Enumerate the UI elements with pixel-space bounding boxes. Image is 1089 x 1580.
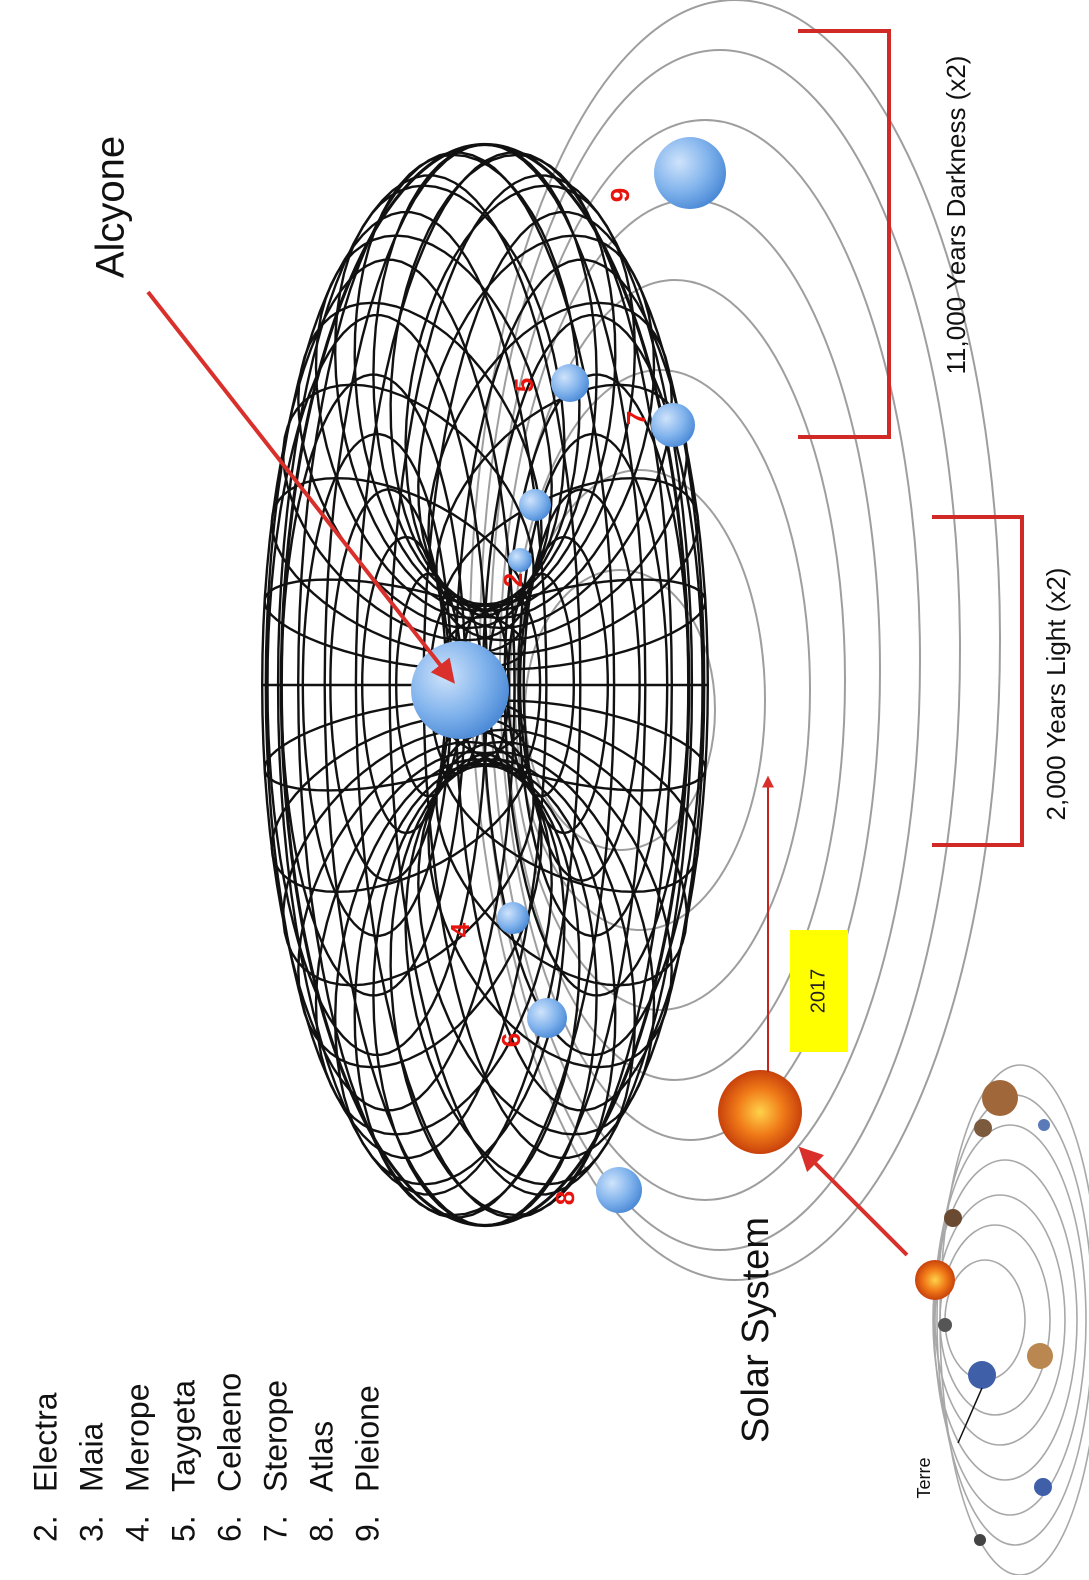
star-list-number: 5.	[165, 1515, 201, 1542]
torus-parallel	[394, 572, 464, 798]
solar-orbit	[934, 1194, 1066, 1446]
torus-parallel	[518, 536, 609, 834]
star-name-list: 2. Electra 3. Maia 4. Merope 5. Taygeta 6. Celaen…	[27, 1373, 385, 1542]
alcyone-arrow	[146, 290, 455, 684]
orbit-number-9: 9	[605, 188, 635, 202]
solar-orbit	[939, 1064, 1089, 1576]
small-sun	[915, 1260, 955, 1300]
planet-neptune	[1038, 1119, 1050, 1131]
torus-parallel	[266, 314, 489, 1056]
star-5	[551, 364, 589, 402]
star-list-name: Merope	[119, 1384, 155, 1493]
year-marker-box	[790, 930, 848, 1052]
orbit-number-8: 8	[550, 1191, 580, 1205]
dark-period-label: 11,000 Years Darkness (x2)	[941, 56, 971, 375]
star-list-name: Taygeta	[165, 1380, 201, 1492]
solar-system-orbits	[932, 1064, 1089, 1576]
star-list-number: 8.	[303, 1515, 339, 1542]
alcyone-star	[411, 641, 509, 739]
planet-mars	[944, 1209, 962, 1227]
orbit-number-labels: 2 4 5 6 7 8 9	[445, 188, 651, 1205]
solar-orbit	[936, 1094, 1089, 1546]
star-list-number: 9.	[349, 1515, 385, 1542]
alcyone-label: Alcyone	[89, 136, 133, 278]
torus-outline	[279, 142, 691, 1228]
torus-parallel	[522, 488, 641, 882]
solar-orbit	[939, 1224, 1051, 1416]
planet-mercury	[938, 1318, 952, 1332]
torus-parallel	[388, 174, 694, 1196]
planet-outer-blue	[1034, 1478, 1052, 1496]
light-period-label: 2,000 Years Light (x2)	[1041, 568, 1071, 821]
solar-orbit	[933, 1124, 1087, 1516]
darkness-bracket	[798, 29, 891, 439]
star-4	[497, 902, 529, 934]
torus-parallel	[264, 211, 548, 1159]
planet-earth	[968, 1361, 996, 1389]
star-7	[651, 403, 695, 447]
star-8	[596, 1167, 642, 1213]
planet-pluto	[974, 1534, 986, 1546]
planet-jupiter	[982, 1080, 1018, 1116]
orbit-number-6: 6	[496, 1033, 526, 1047]
solar-system-arrow	[798, 1146, 909, 1257]
orbit-number-5: 5	[509, 378, 539, 392]
star-list-number: 4.	[119, 1515, 155, 1542]
planet-uranus	[974, 1119, 992, 1137]
star-list-name: Sterope	[257, 1380, 293, 1492]
star-list-number: 2.	[27, 1515, 63, 1542]
star-3	[519, 489, 551, 521]
orbit-number-4: 4	[445, 922, 475, 937]
planet-saturn	[1027, 1343, 1053, 1369]
star-list-name: Electra	[27, 1392, 63, 1492]
solar-system-label: Solar System	[735, 1217, 777, 1443]
torus-parallel	[301, 433, 453, 937]
star-2	[508, 548, 532, 572]
light-bracket	[932, 515, 1024, 847]
torus-parallel	[517, 433, 669, 937]
star-list-name: Atlas	[303, 1421, 339, 1492]
solar-orbit	[932, 1159, 1078, 1481]
orbit-number-7: 7	[621, 411, 651, 425]
star-list-name: Celaeno	[211, 1373, 247, 1492]
star-list-number: 6.	[211, 1515, 247, 1542]
earth-label: Terre	[914, 1457, 934, 1498]
torus-parallel	[323, 143, 647, 1227]
year-marker-text: 2017	[807, 969, 829, 1014]
earth-pointer-line	[957, 1387, 983, 1444]
sun	[718, 1070, 802, 1154]
orbiting-stars	[497, 137, 726, 1213]
star-list-number: 3.	[73, 1515, 109, 1542]
torus-parallel	[329, 488, 448, 882]
star-list-name: Maia	[73, 1422, 109, 1492]
torus-parallel	[276, 174, 582, 1196]
orbit-number-2: 2	[498, 573, 528, 587]
torus-parallel	[260, 258, 516, 1112]
star-list-name: Pleione	[349, 1385, 385, 1492]
star-list-number: 7.	[257, 1515, 293, 1542]
solar-system-planets	[915, 1080, 1053, 1546]
star-6	[527, 998, 567, 1038]
star-9	[654, 137, 726, 209]
